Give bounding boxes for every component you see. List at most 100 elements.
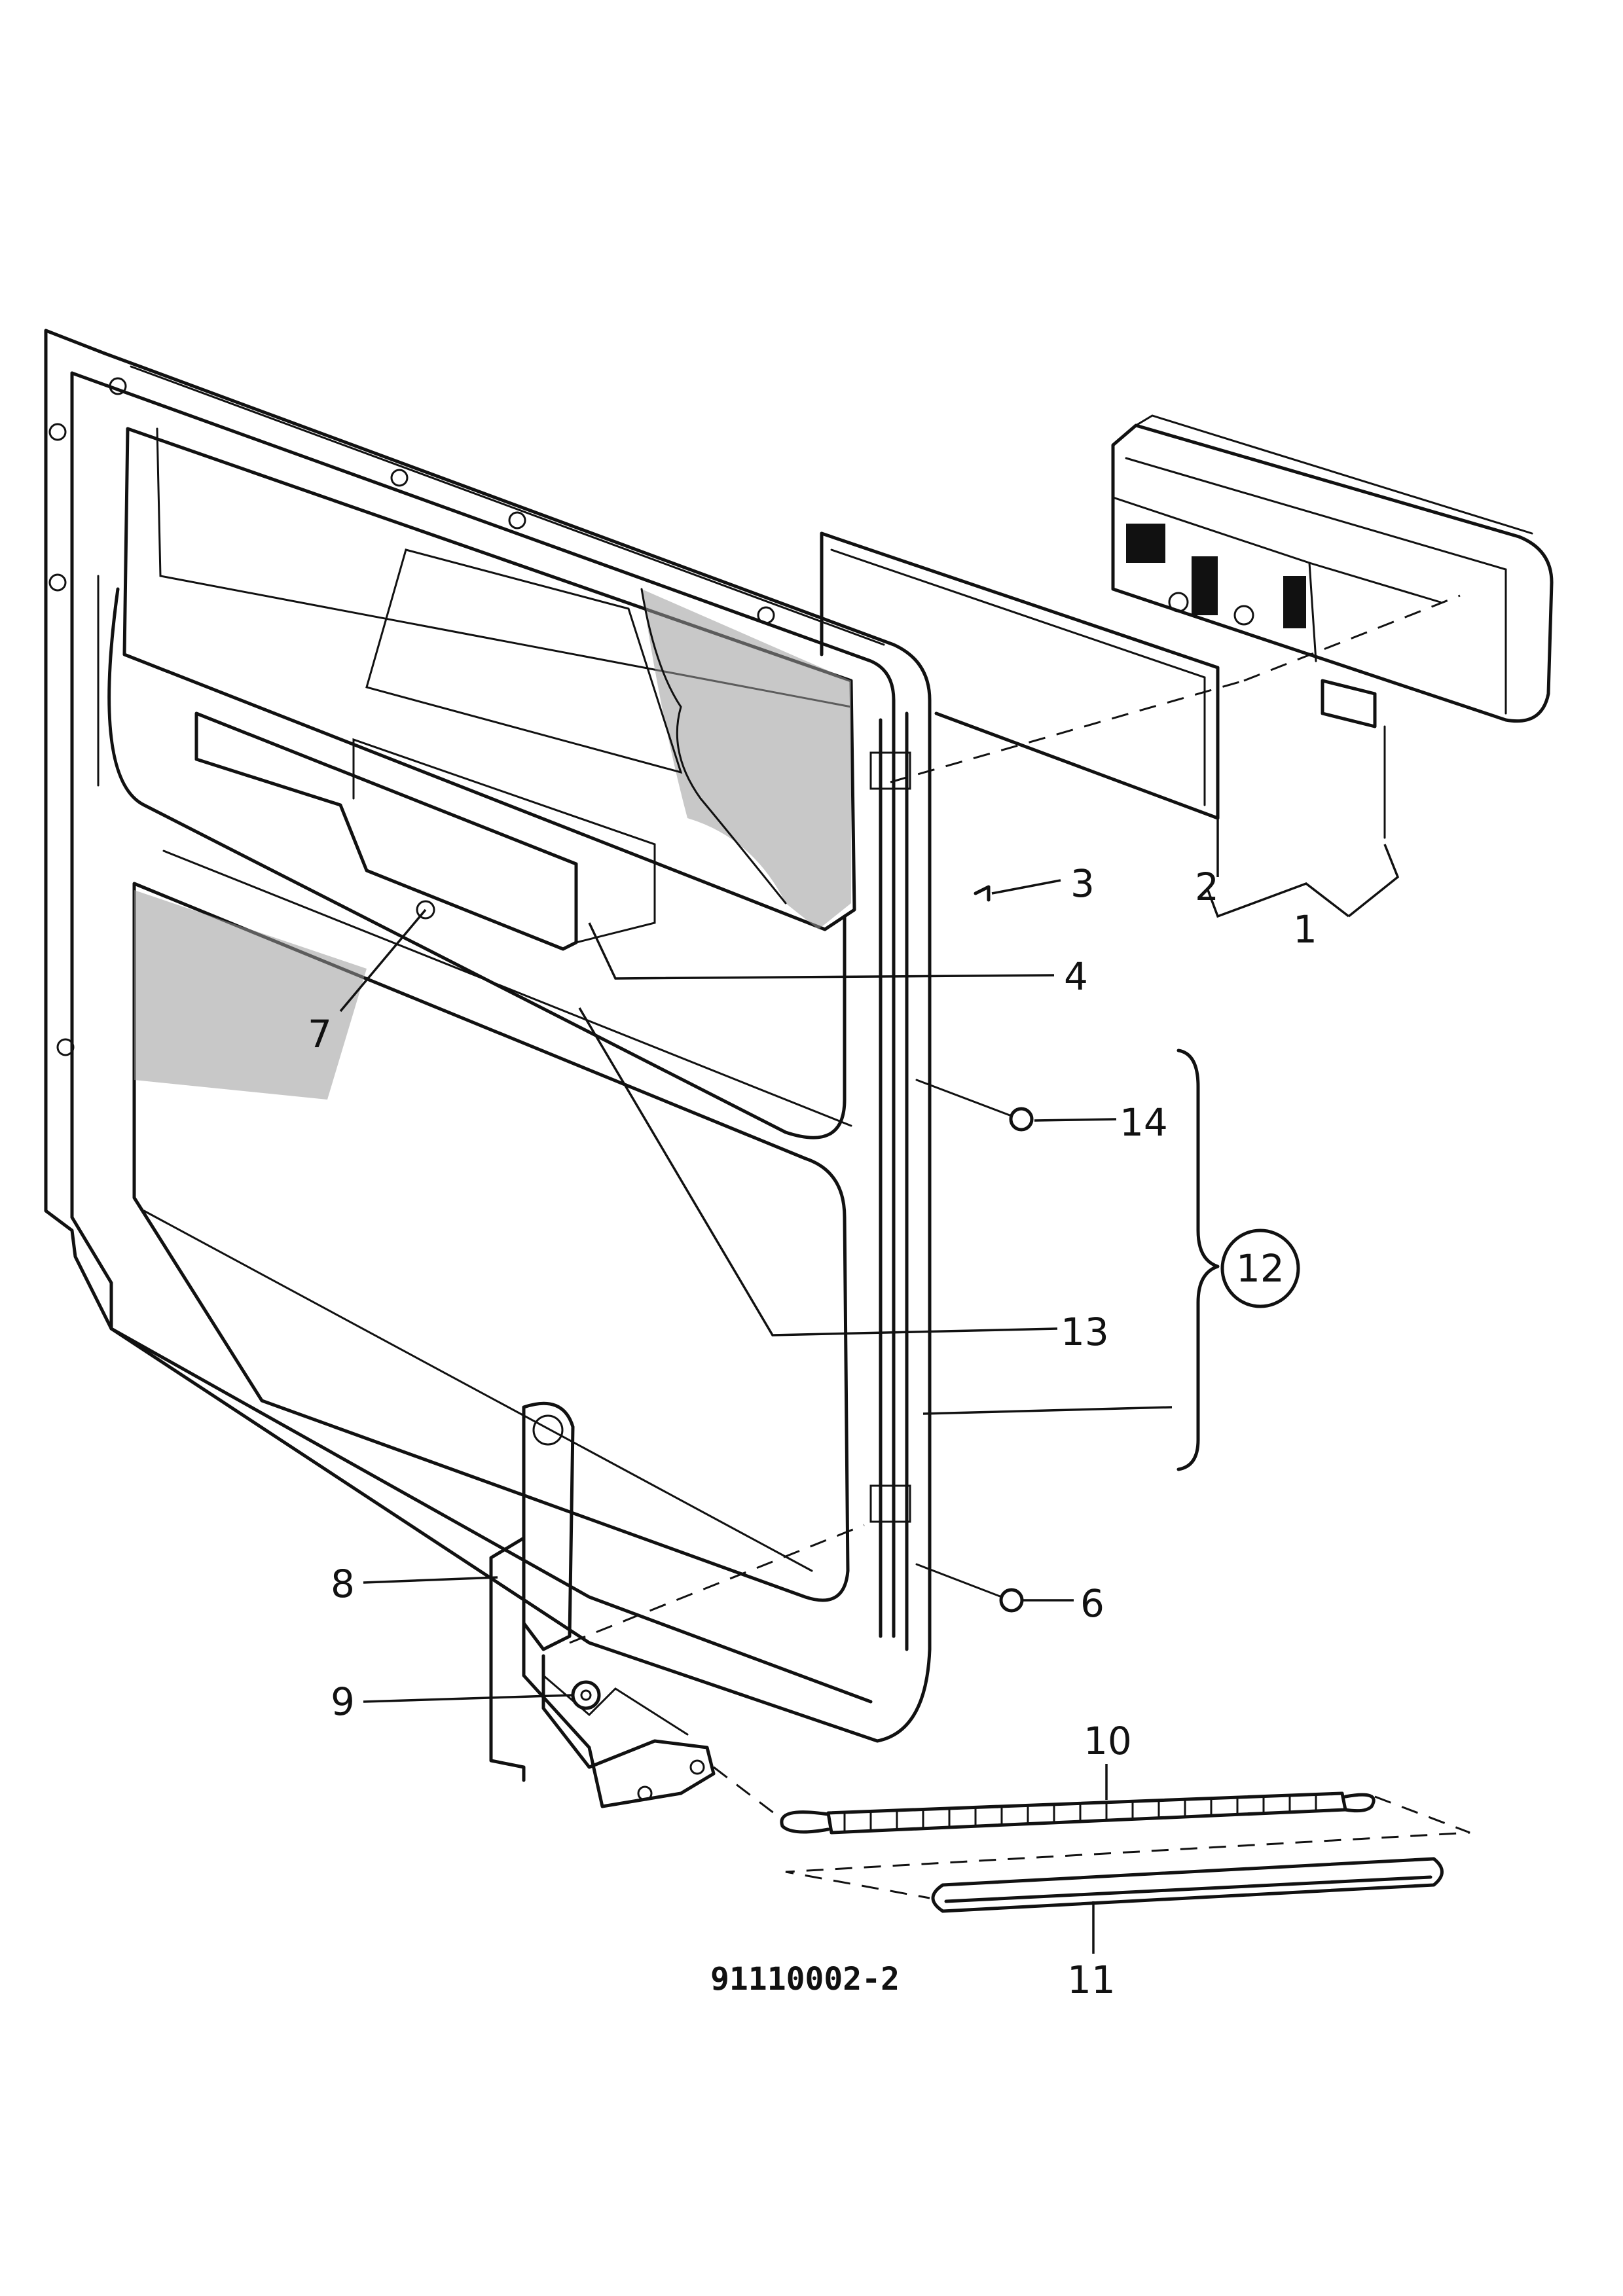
- control-unit-housing: [1111, 423, 1554, 723]
- upper-recess-curve: [107, 587, 847, 1139]
- spring-hook-right: [1343, 1793, 1376, 1813]
- callout-2: 2: [1195, 865, 1219, 909]
- latch-pin: [1233, 605, 1254, 626]
- insulation-left-area: [134, 890, 367, 1100]
- callout-12-circle: [1220, 1229, 1300, 1308]
- door-seal-gasket: [820, 531, 1220, 820]
- gasket-inner: [830, 548, 1206, 806]
- callout-labels: 1 2 3 4 7 14 12 13 6 8 9 10 11 91110002-…: [308, 861, 1317, 2002]
- screw-14: [915, 1079, 1034, 1132]
- brace-12: [1176, 1049, 1220, 1471]
- assembly-line-hinge: [569, 1524, 865, 1644]
- control-unit-assembly: [1111, 414, 1554, 839]
- tear-line: [640, 588, 787, 905]
- callout-11: 11: [1067, 1958, 1116, 2002]
- right-channel: [879, 711, 909, 1651]
- screw-6: [915, 1563, 1024, 1613]
- leader-13: [578, 1007, 1058, 1336]
- channel-bottom-clip: [869, 1484, 911, 1523]
- callout-6: 6: [1080, 1581, 1104, 1626]
- screw-6-head: [999, 1588, 1024, 1613]
- latch-pin: [1168, 592, 1189, 613]
- control-unit-lower-tab: [1321, 679, 1377, 728]
- leader-4: [588, 922, 1055, 980]
- callout-8: 8: [331, 1562, 355, 1606]
- door-bottom-edge: [109, 1327, 873, 1704]
- frame-hole: [56, 1038, 75, 1056]
- assembly-line-spring: [713, 1766, 783, 1821]
- screw-7: [416, 900, 435, 920]
- assembly-line-sleeve: [785, 1795, 1470, 1899]
- callout-10: 10: [1084, 1719, 1132, 1763]
- callout-3: 3: [1070, 861, 1095, 906]
- latch-slot: [1192, 556, 1218, 615]
- pivot-bolt-center: [580, 1689, 592, 1701]
- screw-14-head: [1009, 1107, 1034, 1132]
- insulation-top-area: [642, 589, 851, 929]
- hinge-arm: [522, 1401, 575, 1651]
- sleeve-shade: [944, 1875, 1432, 1903]
- screw-6-shank: [915, 1563, 1003, 1598]
- leader-1: [1207, 882, 1350, 918]
- cutaway-panel-edge: [365, 548, 683, 774]
- door-inner-rim: [70, 371, 896, 1638]
- screw-3: [974, 885, 991, 902]
- leader-8: [363, 1576, 498, 1584]
- hinge-plate-hole: [689, 1759, 705, 1775]
- leader-12-rail: [922, 1406, 1173, 1415]
- handle-grip: [352, 738, 656, 944]
- control-unit-top-face: [1125, 414, 1533, 715]
- spring-body: [826, 1791, 1347, 1835]
- channel-top-clip: [869, 751, 911, 790]
- hinge-plate-hole: [637, 1785, 653, 1801]
- hinge-lower-arm: [542, 1674, 689, 1736]
- spring-coils: [843, 1793, 1317, 1833]
- frame-hole: [508, 511, 526, 529]
- screw-3-body: [974, 885, 991, 902]
- lower-panel-rim: [162, 850, 852, 1127]
- frame-hole: [757, 606, 775, 624]
- callout-9: 9: [331, 1679, 355, 1724]
- hinge-arm-hole: [532, 1414, 564, 1446]
- door-top-flange: [130, 365, 885, 646]
- frame-hole: [109, 377, 127, 395]
- control-unit-inner-block: [1112, 496, 1442, 662]
- leader-7: [339, 908, 427, 1013]
- callout-13: 13: [1061, 1310, 1109, 1354]
- latch-slot: [1283, 576, 1306, 628]
- callout-14: 14: [1120, 1100, 1168, 1145]
- frame-hole: [48, 423, 67, 441]
- screw-7-head: [416, 900, 435, 920]
- gasket-outer: [820, 531, 1220, 820]
- drawing-number: 91110002-2: [710, 1961, 900, 1998]
- hinge-bracket: [489, 1401, 716, 1808]
- upper-panel-rim: [156, 427, 852, 708]
- spring-hook-left: [780, 1810, 830, 1834]
- door-handle: [194, 711, 578, 951]
- spring-sleeve: [931, 1857, 1444, 1913]
- door-left-flange: [70, 371, 113, 1331]
- door-outer-frame: [44, 329, 932, 1743]
- callout-7: 7: [308, 1012, 332, 1056]
- lower-inner-panel: [132, 882, 850, 1602]
- frame-hole: [390, 469, 409, 487]
- pivot-bolt: [571, 1680, 601, 1710]
- door-spring: [780, 1791, 1376, 1835]
- latch-block: [1126, 524, 1165, 563]
- leader-9: [363, 1694, 574, 1703]
- assembly-line-control: [890, 679, 1245, 783]
- hinge-plate: [489, 1536, 716, 1808]
- lower-panel-inner-rim: [143, 1210, 813, 1572]
- leader-lines: [339, 818, 1400, 1954]
- door-panel: [44, 329, 932, 1743]
- assembly-lines: [569, 594, 1470, 1899]
- screw-14-shank: [915, 1079, 1013, 1117]
- frame-hole: [48, 573, 67, 592]
- leader-1-right: [1347, 844, 1400, 918]
- leader-3: [991, 879, 1061, 895]
- sleeve-body: [931, 1857, 1444, 1913]
- leader-14: [1034, 1118, 1117, 1122]
- assembly-line-control-2: [1243, 594, 1461, 682]
- frame-holes: [48, 377, 775, 1056]
